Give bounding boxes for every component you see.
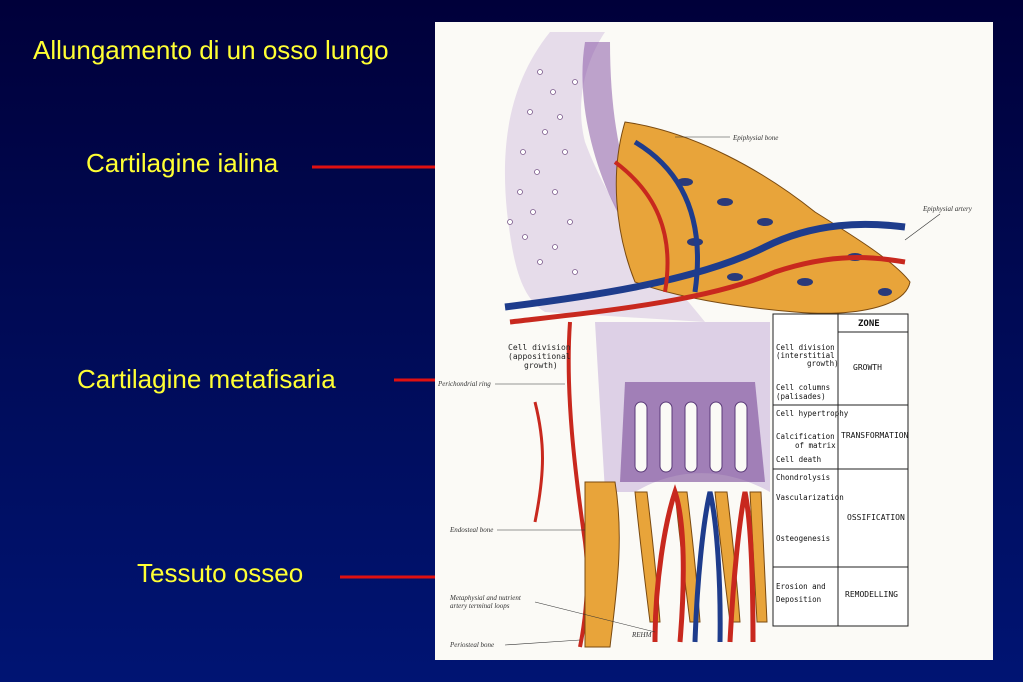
zone-transformation: TRANSFORMATION — [841, 431, 909, 440]
cartilage-columns — [634, 401, 748, 473]
svg-text:Cell columns: Cell columns — [776, 383, 830, 392]
zone-table: ZONE GROWTH Cell division (interstitial … — [772, 313, 909, 627]
side-note-line-2: (appositional — [508, 352, 571, 361]
svg-text:Chondrolysis: Chondrolysis — [776, 473, 830, 482]
svg-text:Erosion and: Erosion and — [776, 582, 826, 591]
epiphysial-artery-vessel — [509, 255, 906, 325]
svg-text:growth): growth) — [807, 359, 839, 368]
metaphysial-vessel-loops — [652, 484, 756, 643]
side-note-line-1: Cell division — [508, 343, 571, 352]
svg-text:(palisades): (palisades) — [776, 392, 826, 401]
caption-epiphysial-artery: Epiphysial artery — [922, 205, 973, 213]
caption-perichondrial-ring: Perichondrial ring — [437, 380, 491, 388]
illustrator-signature: REHM — [631, 631, 653, 639]
caption-epiphysial-bone: Epiphysial bone — [732, 134, 778, 142]
metaphysial-bone — [584, 481, 620, 648]
svg-text:Cell division: Cell division — [776, 343, 835, 352]
caption-periosteal-bone: Periosteal bone — [449, 641, 494, 649]
caption-metaphysial-loops-2: artery terminal loops — [450, 602, 510, 610]
svg-text:Cell hypertrophy: Cell hypertrophy — [776, 409, 849, 418]
svg-text:(interstitial: (interstitial — [776, 351, 835, 360]
label-metaphyseal-cartilage: Cartilagine metafisaria — [77, 364, 336, 394]
svg-text:Cell death: Cell death — [776, 455, 821, 464]
zone-ossification: OSSIFICATION — [847, 513, 905, 522]
svg-text:of matrix: of matrix — [795, 441, 836, 450]
zone-header: ZONE — [858, 319, 880, 329]
epiphysial-bone — [615, 121, 911, 314]
svg-text:Calcification: Calcification — [776, 432, 835, 441]
caption-endosteal-bone: Endosteal bone — [449, 526, 493, 534]
zone-growth: GROWTH — [853, 363, 882, 372]
svg-text:Deposition: Deposition — [776, 595, 821, 604]
svg-text:Osteogenesis: Osteogenesis — [776, 534, 830, 543]
caption-metaphysial-loops-1: Metaphysial and nutrient — [449, 594, 522, 602]
proliferative-purple-band — [582, 42, 675, 272]
epiphysial-vein — [504, 220, 906, 311]
side-note-line-3: growth) — [524, 361, 558, 370]
label-hyaline-cartilage: Cartilagine ialina — [86, 148, 279, 178]
perichondrial-ring — [566, 321, 590, 648]
slide-title: Allungamento di un osso lungo — [33, 35, 389, 65]
svg-text:Vascularization: Vascularization — [776, 493, 844, 502]
chondrocyte-dots — [507, 69, 578, 275]
label-bone-tissue: Tessuto osseo — [137, 558, 304, 588]
growth-plate-illustration: Epiphysial bone Epiphysial artery Perich… — [435, 22, 993, 660]
zone-remodelling: REMODELLING — [845, 590, 898, 599]
